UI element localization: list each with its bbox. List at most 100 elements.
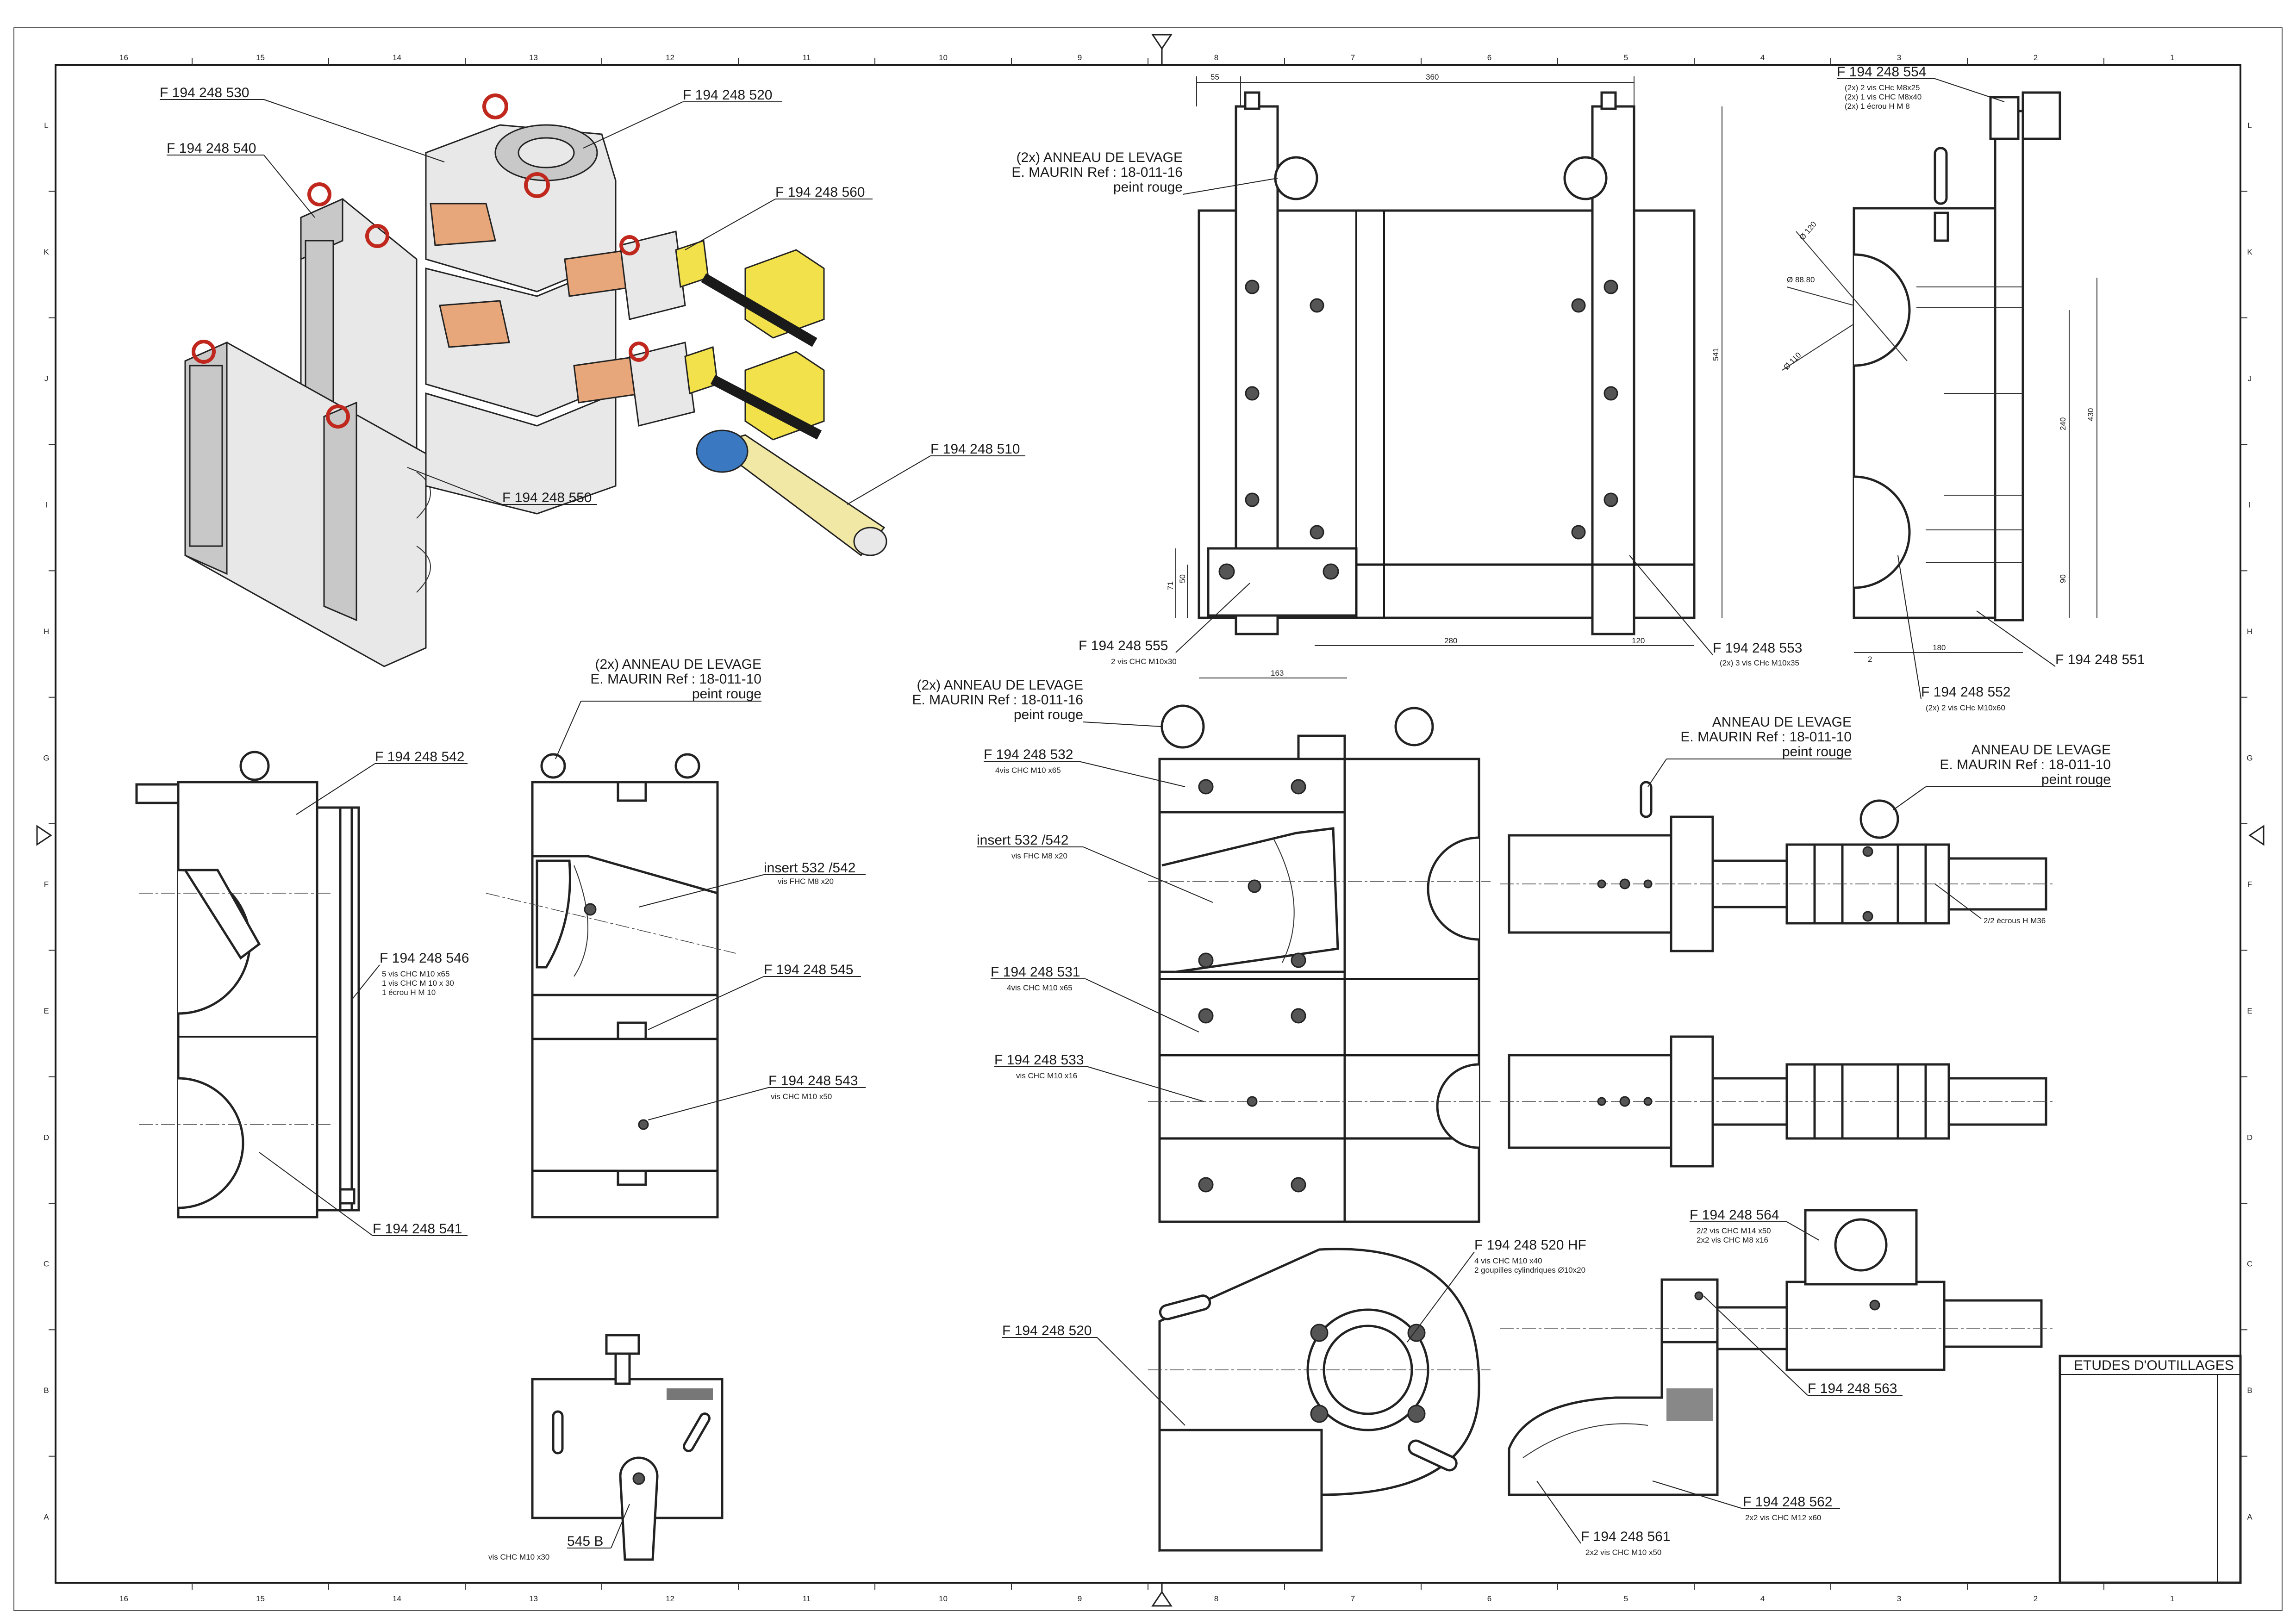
label-532: F 194 248 532 [984, 747, 1073, 762]
isometric-labels: F 194 248 530 F 194 248 520 F 194 248 54… [160, 85, 1025, 505]
center-anneau-line1: (2x) ANNEAU DE LEVAGE [917, 678, 1083, 693]
label-564: F 194 248 564 [1690, 1207, 1779, 1223]
label-551: F 194 248 551 [2055, 652, 2145, 667]
label-552-sub: (2x) 2 vis CHc M10x60 [1926, 703, 2005, 712]
label-555: F 194 248 555 [1079, 638, 1168, 653]
dim-280: 280 [1444, 636, 1457, 645]
label-531-sub: 4vis CHC M10 x65 [1007, 983, 1073, 992]
label-545: F 194 248 545 [764, 962, 854, 977]
row-mark-right-J: J [2248, 374, 2252, 383]
center-insert-sub: vis FHC M8 x20 [1011, 852, 1067, 860]
left-anneau-line3: peint rouge [692, 686, 761, 702]
column-mark-top-7: 7 [1351, 53, 1355, 62]
label-533: F 194 248 533 [994, 1052, 1084, 1068]
dim-120: 120 [1632, 636, 1645, 645]
row-mark-left-G: G [43, 753, 49, 762]
column-mark-top-9: 9 [1078, 53, 1082, 62]
label-554-sub3: (2x) 1 écrou H M 8 [1845, 102, 1910, 111]
view-545b: 545 B vis CHC M10 x30 [488, 1334, 724, 1561]
column-mark-bottom-8: 8 [1214, 1594, 1218, 1603]
label-546-sub1: 5 vis CHC M10 x65 [382, 970, 449, 978]
column-mark-top-4: 4 [1760, 53, 1765, 62]
left-view-b: (2x) ANNEAU DE LEVAGE E. MAURIN Ref : 18… [486, 657, 866, 1219]
label-555-sub: 2 vis CHC M10x30 [1111, 657, 1177, 666]
column-ruler: 1616151514141313121211111010998877665544… [119, 53, 2174, 1603]
label-543: F 194 248 543 [768, 1073, 858, 1088]
column-mark-top-15: 15 [256, 53, 265, 62]
label-552: F 194 248 552 [1921, 684, 2011, 700]
column-mark-bottom-3: 3 [1897, 1594, 1901, 1603]
column-mark-top-6: 6 [1487, 53, 1491, 62]
column-mark-top-14: 14 [393, 53, 401, 62]
dim-dia-120: Ø 120 [1798, 220, 1818, 242]
dim-dia-110: Ø 110 [1782, 351, 1803, 372]
left-view-a: F 194 248 542 F 194 248 546 5 vis CHC M1… [135, 749, 469, 1237]
left-insert: insert 532 /542 [764, 860, 855, 876]
left-insert-sub: vis FHC M8 x20 [778, 877, 834, 886]
right-view-upper: ANNEAU DE LEVAGE E. MAURIN Ref : 18-011-… [1500, 715, 2111, 952]
label-533-sub: vis CHC M10 x16 [1016, 1071, 1077, 1080]
row-mark-right-A: A [2247, 1512, 2252, 1521]
label-542: F 194 248 542 [375, 749, 465, 765]
column-mark-top-1: 1 [2170, 53, 2174, 62]
left-anneau-line2: E. MAURIN Ref : 18-011-10 [590, 672, 761, 687]
center-anneau-line3: peint rouge [1014, 707, 1083, 722]
row-mark-right-B: B [2247, 1386, 2252, 1395]
row-mark-right-G: G [2246, 753, 2252, 762]
column-mark-top-16: 16 [119, 53, 128, 62]
row-mark-right-F: F [2247, 880, 2252, 889]
row-mark-right-K: K [2247, 248, 2252, 256]
label-520hf-sub1: 4 vis CHC M10 x40 [1474, 1256, 1542, 1265]
dim-541: 541 [1711, 348, 1720, 361]
right-view-bottom: F 194 248 564 2/2 vis CHC M14 x50 2x2 vi… [1500, 1207, 2055, 1557]
label-520-view: F 194 248 520 [1002, 1323, 1092, 1338]
label-561: F 194 248 561 [1581, 1529, 1671, 1544]
front-anneau-line1: (2x) ANNEAU DE LEVAGE [1016, 150, 1183, 165]
row-mark-right-I: I [2249, 501, 2251, 510]
column-mark-bottom-6: 6 [1487, 1594, 1491, 1603]
label-530: F 194 248 530 [160, 85, 250, 100]
label-ecrous: 2/2 écrous H M36 [1984, 916, 2046, 925]
right-anneau2-line1: ANNEAU DE LEVAGE [1972, 742, 2111, 758]
row-mark-left-C: C [44, 1260, 49, 1269]
column-mark-bottom-16: 16 [119, 1594, 128, 1603]
column-mark-top-3: 3 [1897, 53, 1901, 62]
center-anneau-line2: E. MAURIN Ref : 18-011-16 [912, 692, 1083, 708]
column-mark-bottom-12: 12 [666, 1594, 674, 1603]
center-assembly-view: (2x) ANNEAU DE LEVAGE E. MAURIN Ref : 18… [912, 678, 1491, 1223]
top-side-view: Ø 120 Ø 88.80 Ø 110 240 430 90 180 2 F 1… [1782, 64, 2145, 712]
label-510: F 194 248 510 [930, 442, 1020, 457]
label-564-sub1: 2/2 vis CHC M14 x50 [1697, 1226, 1771, 1235]
row-mark-right-D: D [2247, 1133, 2252, 1142]
label-520hf: F 194 248 520 HF [1474, 1237, 1586, 1253]
label-545b-sub: vis CHC M10 x30 [488, 1553, 549, 1561]
row-mark-left-K: K [44, 248, 49, 256]
dim-55: 55 [1210, 73, 1219, 81]
right-view-lower [1500, 1035, 2055, 1168]
row-mark-left-F: F [44, 880, 49, 889]
right-anneau2-line2: E. MAURIN Ref : 18-011-10 [1940, 757, 2111, 772]
left-anneau-line1: (2x) ANNEAU DE LEVAGE [595, 657, 761, 672]
dim-90: 90 [2059, 574, 2067, 583]
front-anneau-line3: peint rouge [1113, 180, 1183, 195]
row-mark-left-B: B [44, 1386, 49, 1395]
column-mark-top-11: 11 [803, 53, 811, 62]
column-mark-bottom-2: 2 [2034, 1594, 2038, 1603]
row-mark-left-I: I [45, 501, 48, 510]
label-520: F 194 248 520 [683, 87, 773, 103]
label-520hf-sub2: 2 goupilles cylindriques Ø10x20 [1474, 1266, 1585, 1275]
row-mark-left-E: E [44, 1007, 49, 1015]
row-mark-left-L: L [44, 121, 48, 130]
label-546-sub2: 1 vis CHC M 10 x 30 [382, 979, 454, 988]
row-mark-right-L: L [2247, 121, 2252, 130]
column-mark-bottom-5: 5 [1624, 1594, 1628, 1603]
dim-dia-88: Ø 88.80 [1787, 275, 1815, 284]
column-mark-top-12: 12 [666, 53, 674, 62]
view-520: F 194 248 520 F 194 248 520 HF 4 vis CHC… [1002, 1237, 1586, 1552]
column-mark-bottom-7: 7 [1351, 1594, 1355, 1603]
row-mark-left-D: D [44, 1133, 49, 1142]
column-mark-bottom-1: 1 [2170, 1594, 2174, 1603]
label-560: F 194 248 560 [775, 185, 865, 200]
